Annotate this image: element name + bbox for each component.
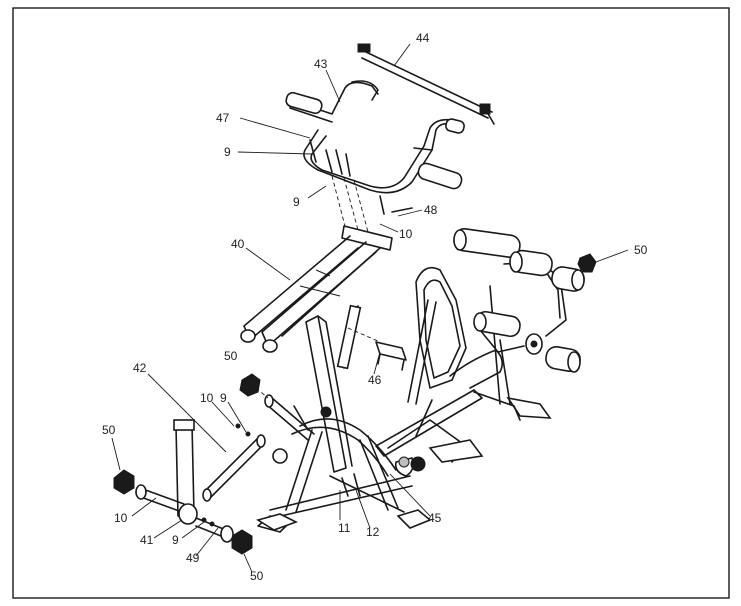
- knob-50-b: [113, 469, 135, 495]
- diagram-border: [12, 7, 730, 599]
- callout-50-c: 50: [102, 423, 116, 437]
- callout-48: 48: [424, 203, 438, 217]
- callout-49: 49: [186, 551, 200, 565]
- part-43-u-frame: [285, 80, 465, 194]
- callout-9-d: 9: [172, 533, 179, 547]
- main-frame: [256, 304, 432, 533]
- part-44-handle-bar: [357, 43, 495, 125]
- callout-42: 42: [133, 361, 147, 375]
- leg-pad-rollers: [453, 228, 585, 373]
- callout-10-a: 10: [399, 227, 413, 241]
- callout-46: 46: [368, 373, 382, 387]
- part-40-lever-arm: [240, 225, 393, 353]
- leader-lines: [111, 43, 629, 573]
- callout-50-b: 50: [224, 349, 238, 363]
- callout-47: 47: [216, 111, 230, 125]
- seat-assembly: [375, 261, 567, 477]
- part-41-stand: [135, 419, 234, 543]
- callout-9-a: 9: [224, 145, 231, 159]
- knob-50-d: [577, 253, 597, 273]
- part-42-bar: [202, 434, 266, 502]
- callout-labels: 44 43 47 9 9 48 10 40 50 50 46 42 10 9 5…: [102, 31, 648, 583]
- callout-44: 44: [416, 31, 430, 45]
- callout-9-b: 9: [293, 195, 300, 209]
- callout-41: 41: [140, 533, 154, 547]
- callout-50-a: 50: [634, 243, 648, 257]
- callout-45: 45: [428, 511, 442, 525]
- callout-10-b: 10: [200, 391, 214, 405]
- callout-50-d: 50: [250, 569, 264, 583]
- callout-43: 43: [314, 57, 328, 71]
- callout-11: 11: [338, 521, 351, 535]
- knob-50-c: [231, 529, 253, 555]
- bolt-set-upper: [309, 139, 413, 233]
- callout-10-c: 10: [114, 511, 128, 525]
- rod-upper-left: [235, 387, 315, 441]
- callout-9-c: 9: [220, 391, 227, 405]
- callout-12: 12: [366, 525, 380, 539]
- knob-50-a: [239, 373, 261, 397]
- callout-40: 40: [231, 237, 245, 251]
- part-46-bracket: [347, 327, 407, 371]
